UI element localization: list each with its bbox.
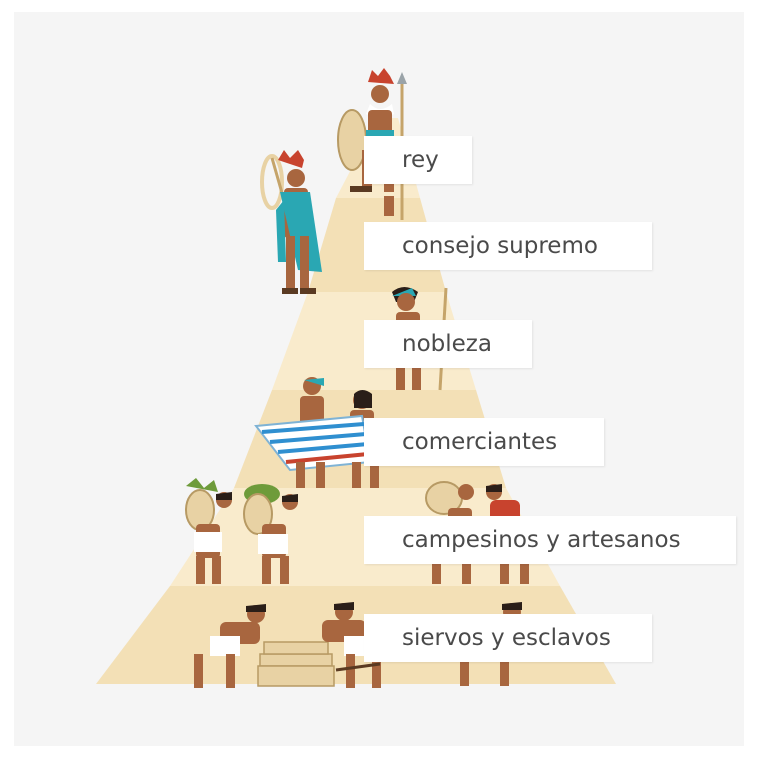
- level-label-consejo-supremo: consejo supremo: [364, 222, 652, 270]
- level-label-comerciantes: comerciantes: [364, 418, 604, 466]
- merchants-figures: [254, 377, 379, 488]
- king-figure: [337, 68, 407, 220]
- level-label-campesinos-y-artesanos: campesinos y artesanos: [364, 516, 736, 564]
- level-label-nobleza: nobleza: [364, 320, 532, 368]
- level-label-rey: rey: [364, 136, 472, 184]
- council-figure: [260, 150, 322, 294]
- level-label-siervos-y-esclavos: siervos y esclavos: [364, 614, 652, 662]
